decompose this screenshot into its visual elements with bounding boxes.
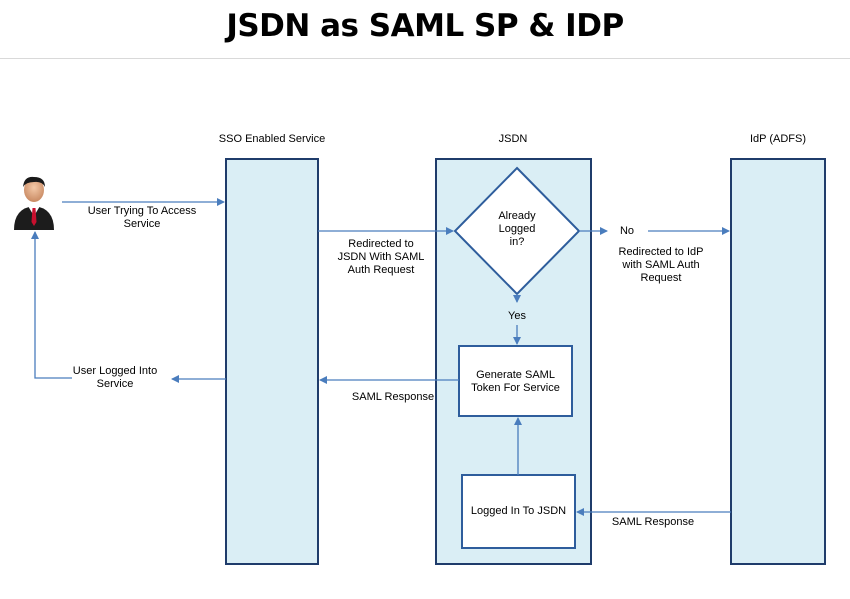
title-divider bbox=[0, 58, 850, 59]
edge-label-saml-response-idp: SAML Response bbox=[611, 516, 695, 528]
edge-label-redirect-jsdn: Redirected to JSDN With SAML Auth Reques… bbox=[337, 238, 425, 276]
page-title: JSDN as SAML SP & IDP bbox=[226, 8, 624, 44]
decision-label: Already Logged in? bbox=[498, 210, 536, 248]
edge-label-yes: Yes bbox=[508, 310, 526, 322]
arrow-logged-to-user bbox=[31, 231, 72, 379]
generate-token-box bbox=[458, 345, 573, 417]
edge-label-no: No bbox=[619, 225, 635, 237]
edge-label-saml-response-sp: SAML Response bbox=[351, 391, 435, 403]
edge-label-redirect-idp: Redirected to IdP with SAML Auth Request bbox=[618, 246, 704, 284]
lane-idp bbox=[730, 158, 826, 565]
businessman-icon bbox=[14, 176, 54, 230]
column-header-jsdn: JSDN bbox=[498, 133, 528, 145]
lane-sso-service bbox=[225, 158, 319, 565]
logged-in-label: Logged In To JSDN bbox=[470, 505, 567, 517]
logged-in-box bbox=[461, 474, 576, 549]
column-header-sso-service: SSO Enabled Service bbox=[218, 133, 326, 145]
edge-label-user-logged: User Logged Into Service bbox=[72, 365, 158, 390]
column-header-idp: IdP (ADFS) bbox=[749, 133, 807, 145]
edge-label-user-access: User Trying To Access Service bbox=[87, 205, 197, 230]
generate-token-label: Generate SAML Token For Service bbox=[471, 369, 560, 394]
